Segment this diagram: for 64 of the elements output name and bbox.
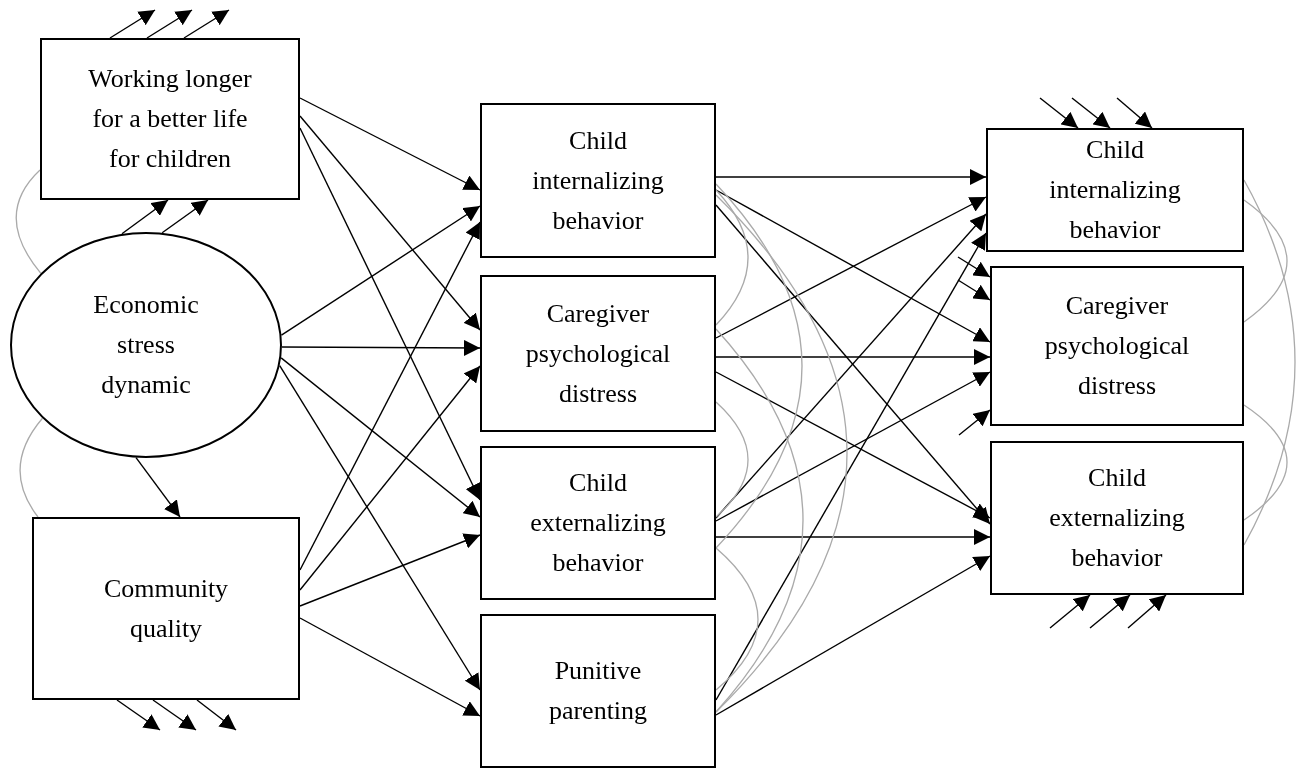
correlation-curve <box>1243 404 1288 521</box>
node-label: Caregiver psychological distress <box>1043 290 1191 402</box>
arrow <box>121 199 169 235</box>
correlation-curve <box>715 189 749 326</box>
arrow <box>1039 97 1079 129</box>
arrow <box>715 529 991 545</box>
arrow <box>1049 594 1091 629</box>
variable-box <box>32 517 300 700</box>
arrow <box>116 699 161 731</box>
arrow <box>958 409 991 436</box>
arrow <box>299 221 481 571</box>
arrow <box>299 617 481 717</box>
arrow <box>299 97 481 191</box>
arrow <box>299 115 481 331</box>
latent-variable-ellipse <box>10 232 282 458</box>
correlation-curve <box>19 417 44 518</box>
arrow <box>196 699 237 731</box>
arrow <box>161 199 209 234</box>
arrow <box>280 357 481 518</box>
node-label: Caregiver psychological distress <box>524 297 672 410</box>
correlation-curve <box>715 547 759 691</box>
arrow <box>280 205 481 336</box>
correlation-curve <box>715 328 804 713</box>
arrow <box>1116 97 1153 129</box>
variable-box <box>480 103 716 258</box>
node-label: Economic stress dynamic <box>92 289 200 401</box>
variable-box <box>986 128 1244 252</box>
node-label: Working longer for a better life for children <box>87 63 253 175</box>
arrow <box>1071 97 1111 129</box>
arrow <box>715 555 991 716</box>
arrow <box>183 9 230 39</box>
node-label: Child externalizing behavior <box>529 467 667 579</box>
arrow <box>299 365 481 591</box>
arrow <box>957 256 991 278</box>
arrow <box>152 699 197 731</box>
node-label: Community quality <box>102 572 230 645</box>
correlation-curve <box>715 183 803 549</box>
node-label: Child internalizing behavior <box>1048 134 1182 246</box>
arrow <box>299 127 481 501</box>
arrow <box>135 457 181 518</box>
node-label: Child externalizing behavior <box>1048 462 1186 574</box>
arrow <box>715 169 987 185</box>
variable-box <box>990 266 1244 426</box>
variable-box <box>990 441 1244 595</box>
node-label: Punitive parenting <box>547 655 649 727</box>
correlation-curve <box>15 169 42 274</box>
variable-box <box>480 275 716 432</box>
arrow <box>281 339 481 356</box>
variable-box <box>480 446 716 600</box>
correlation-curve <box>715 401 749 518</box>
arrow <box>299 533 481 607</box>
node-label: Child internalizing behavior <box>531 124 665 237</box>
arrow <box>715 232 987 701</box>
variable-box <box>480 614 716 768</box>
arrow <box>279 364 481 691</box>
arrow <box>109 9 156 39</box>
correlation-curve <box>1243 199 1288 323</box>
arrow <box>146 9 193 39</box>
arrow <box>1127 594 1167 629</box>
arrow <box>715 349 991 365</box>
correlation-curve <box>1243 179 1296 546</box>
variable-box <box>40 38 300 200</box>
arrow <box>1089 594 1131 629</box>
arrow <box>957 279 991 301</box>
